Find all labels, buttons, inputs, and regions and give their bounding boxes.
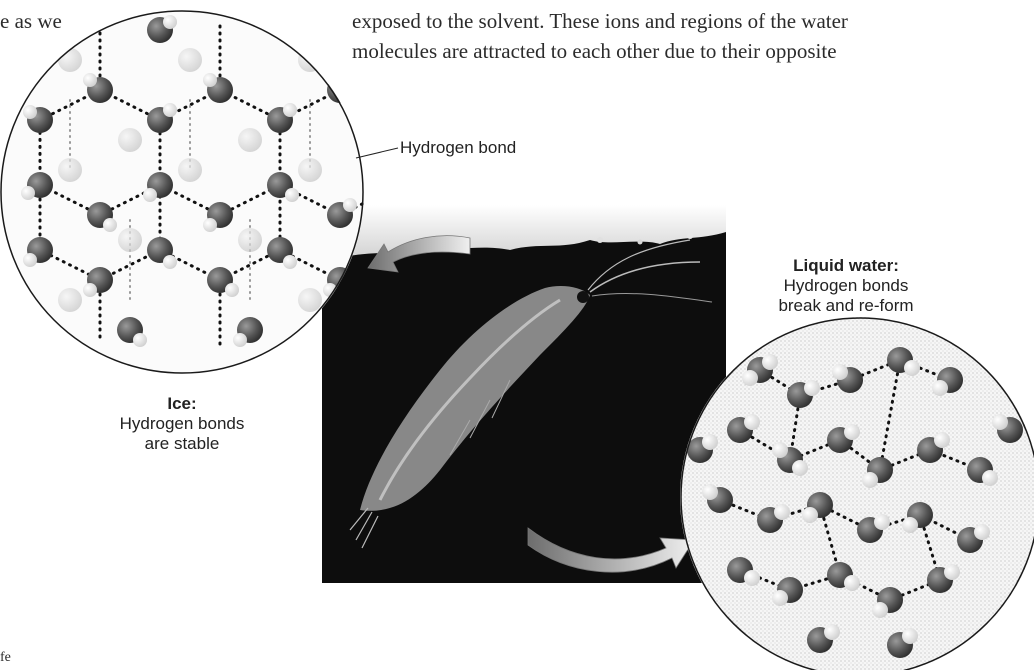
liquid-caption-line-2: break and re-form <box>746 296 946 316</box>
ice-caption-title: Ice: <box>82 394 282 414</box>
liquid-water-circle <box>680 317 1034 670</box>
liquid-caption-line-1: Hydrogen bonds <box>746 276 946 296</box>
ice-caption: Ice: Hydrogen bonds are stable <box>82 394 282 454</box>
ice-caption-line-2: are stable <box>82 434 282 454</box>
ice-caption-line-1: Hydrogen bonds <box>82 414 282 434</box>
hydrogen-bond-leader <box>356 148 398 158</box>
hydrogen-bond-label: Hydrogen bond <box>400 138 516 158</box>
liquid-water-caption: Liquid water: Hydrogen bonds break and r… <box>746 256 946 316</box>
liquid-caption-title: Liquid water: <box>746 256 946 276</box>
